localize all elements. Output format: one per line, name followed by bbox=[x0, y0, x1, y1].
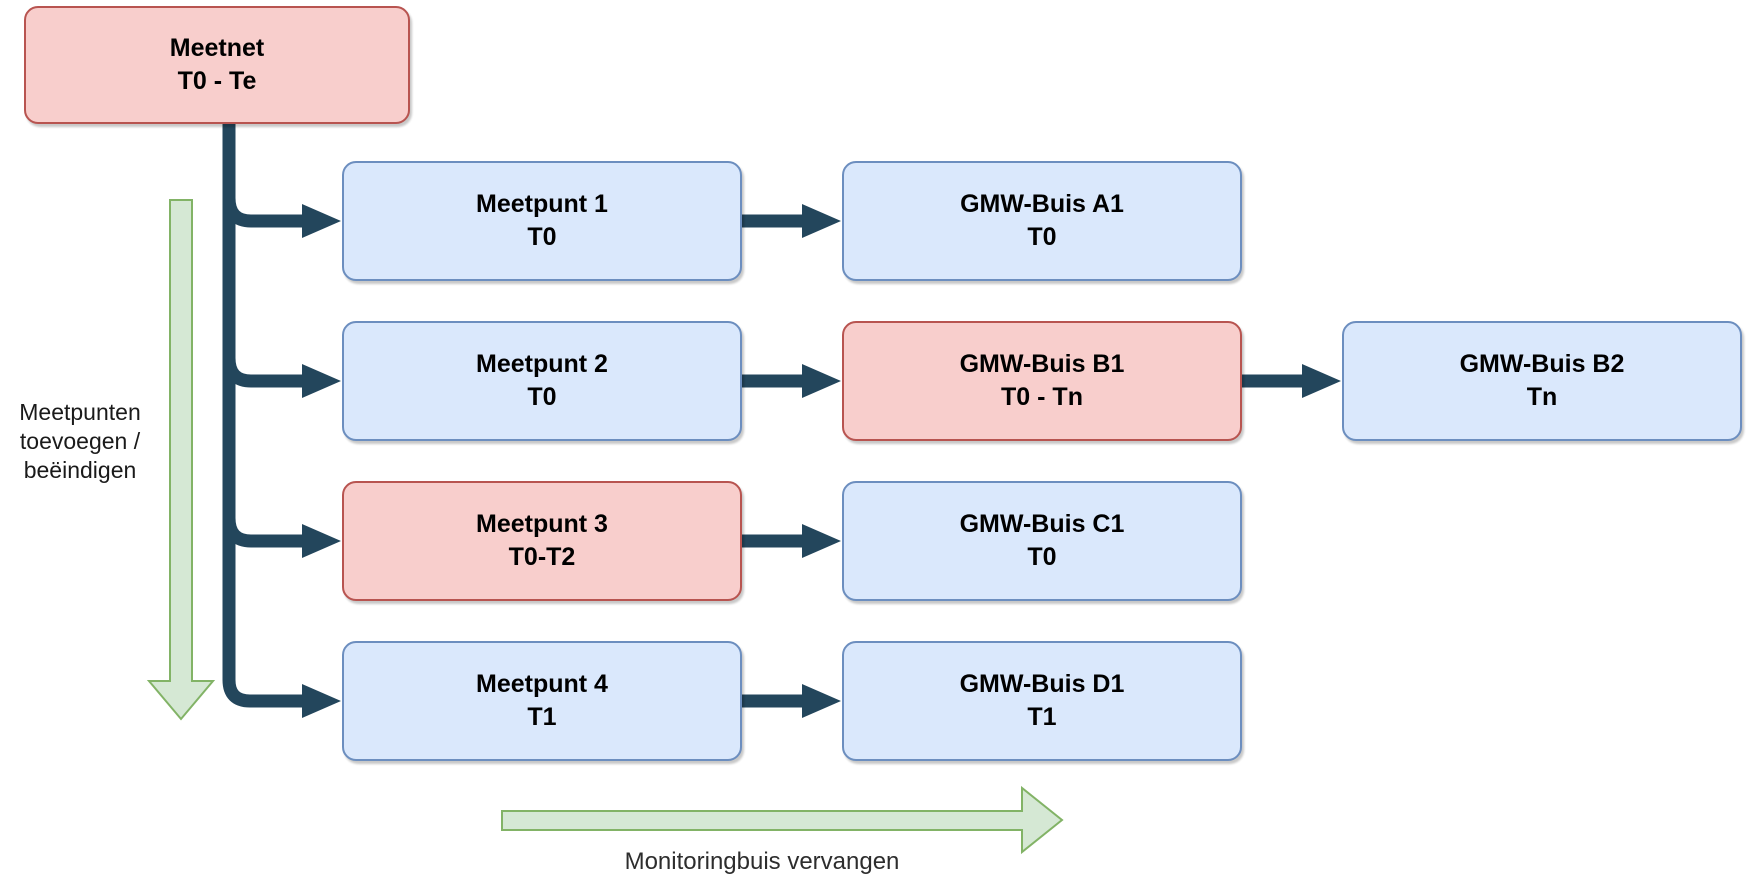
node-gmw-buis-c1: GMW-Buis C1 T0 bbox=[842, 481, 1242, 601]
node-period: T0 bbox=[527, 383, 557, 411]
node-period: T0 - Tn bbox=[1001, 383, 1083, 411]
add-remove-label-line-1: Meetpunten bbox=[19, 399, 141, 425]
node-period: T0 bbox=[1027, 543, 1057, 571]
node-period: T0-T2 bbox=[508, 543, 576, 571]
node-period: T1 bbox=[1027, 703, 1057, 731]
node-period: T0 - Te bbox=[177, 67, 257, 95]
node-title: GMW-Buis D1 bbox=[959, 670, 1125, 698]
add-remove-label-line-3: beëindigen bbox=[23, 457, 137, 483]
replace-label: Monitoringbuis vervangen bbox=[624, 848, 900, 875]
node-title: Meetpunt 4 bbox=[476, 670, 608, 698]
add-remove-arrow bbox=[146, 199, 216, 721]
arrowhead-gmw-b2 bbox=[1302, 364, 1341, 398]
arrowhead-meetpunt-3 bbox=[302, 524, 341, 558]
arrowhead-gmw-c1 bbox=[802, 524, 841, 558]
node-period: T0 bbox=[1027, 223, 1057, 251]
node-title: GMW-Buis B1 bbox=[959, 350, 1125, 378]
connector-branch-row3 bbox=[222, 517, 302, 548]
node-title: GMW-Buis C1 bbox=[959, 510, 1125, 538]
arrowhead-gmw-a1 bbox=[802, 204, 841, 238]
node-title: Meetpunt 1 bbox=[476, 190, 608, 218]
node-gmw-buis-a1: GMW-Buis A1 T0 bbox=[842, 161, 1242, 281]
connector-trunk bbox=[222, 123, 302, 708]
node-meetpunt-1: Meetpunt 1 T0 bbox=[342, 161, 742, 281]
node-period: T1 bbox=[527, 703, 557, 731]
node-meetpunt-3: Meetpunt 3 T0-T2 bbox=[342, 481, 742, 601]
node-title: GMW-Buis B2 bbox=[1459, 350, 1625, 378]
node-meetpunt-2: Meetpunt 2 T0 bbox=[342, 321, 742, 441]
node-title: Meetpunt 3 bbox=[476, 510, 608, 538]
arrowhead-gmw-d1 bbox=[802, 684, 841, 718]
node-period: Tn bbox=[1526, 383, 1558, 411]
replace-arrow bbox=[501, 785, 1064, 855]
connector-branch-row2 bbox=[222, 357, 302, 388]
arrowhead-meetpunt-1 bbox=[302, 204, 341, 238]
node-period: T0 bbox=[527, 223, 557, 251]
connector-branch-row1 bbox=[222, 197, 302, 228]
arrowhead-meetpunt-4 bbox=[302, 684, 341, 718]
arrowhead-gmw-b1 bbox=[802, 364, 841, 398]
node-title: Meetnet bbox=[169, 34, 265, 62]
add-remove-label-line-2: toevoegen / bbox=[19, 428, 141, 454]
node-gmw-buis-b2: GMW-Buis B2 Tn bbox=[1342, 321, 1742, 441]
node-gmw-buis-d1: GMW-Buis D1 T1 bbox=[842, 641, 1242, 761]
node-meetpunt-4: Meetpunt 4 T1 bbox=[342, 641, 742, 761]
node-gmw-buis-b1: GMW-Buis B1 T0 - Tn bbox=[842, 321, 1242, 441]
node-title: GMW-Buis A1 bbox=[960, 190, 1124, 218]
node-title: Meetpunt 2 bbox=[476, 350, 608, 378]
arrowhead-meetpunt-2 bbox=[302, 364, 341, 398]
add-remove-label: Meetpunten toevoegen / beëindigen bbox=[0, 398, 160, 485]
node-meetnet: Meetnet T0 - Te bbox=[24, 6, 410, 124]
